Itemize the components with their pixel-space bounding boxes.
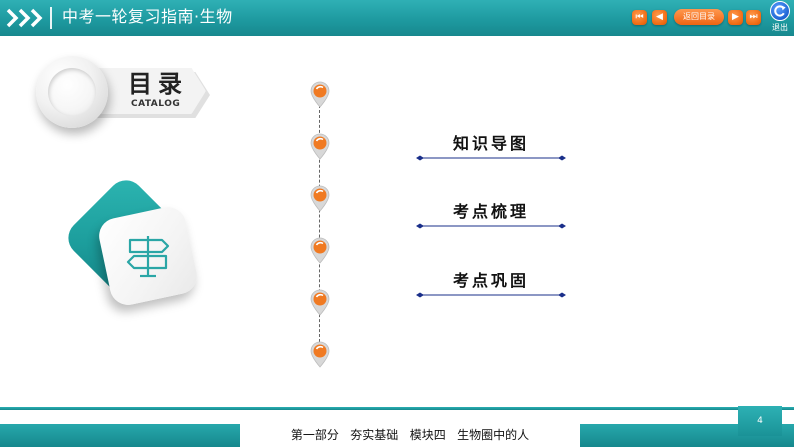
menu-item-label: 考点梳理 <box>452 202 529 221</box>
exit-label: 退出 <box>772 23 788 32</box>
orange-map-pin-icon <box>310 289 330 316</box>
last-page-button[interactable]: ⏭ <box>746 10 761 25</box>
footer-caption-box: 第一部分 夯实基础 模块四 生物圈中的人 <box>240 424 580 447</box>
timeline-line <box>319 100 320 352</box>
previous-page-button[interactable]: ◀ <box>652 10 667 25</box>
skip-back-icon: ⏮ <box>635 12 644 22</box>
menu-item-knowledge-map[interactable]: 知识导图 <box>416 134 566 161</box>
triangle-left-icon: ◀ <box>656 12 663 22</box>
orange-map-pin-icon <box>310 237 330 264</box>
footer-caption: 第一部分 夯实基础 模块四 生物圈中的人 <box>290 428 530 442</box>
menu-item-key-points-review[interactable]: 考点梳理 <box>416 202 566 229</box>
orange-map-pin-icon <box>310 341 330 368</box>
triangle-right-icon: ▶ <box>732 12 739 22</box>
exit-icon <box>770 1 790 21</box>
orange-map-pin-icon <box>310 185 330 212</box>
orange-map-pin-icon <box>310 81 330 108</box>
return-to-catalog-button[interactable]: 返回目录 <box>674 9 724 25</box>
menu-item-label: 知识导图 <box>452 134 529 153</box>
arrow-line-icon <box>416 223 566 229</box>
header-bar: 中考一轮复习指南·生物 ⏮ ◀ 返回目录 ▶ ⏭ 退出 <box>0 0 794 36</box>
arrow-line-icon <box>416 292 566 298</box>
header-title: 中考一轮复习指南·生物 <box>62 7 233 26</box>
first-page-button[interactable]: ⏮ <box>632 10 647 25</box>
catalog-circle-decoration <box>36 56 108 128</box>
triple-chevron-icon <box>6 8 43 28</box>
signpost-decoration <box>60 172 220 315</box>
catalog-subtitle: CATALOG <box>131 99 181 109</box>
next-page-button[interactable]: ▶ <box>728 10 743 25</box>
arrow-line-icon <box>416 155 566 161</box>
menu-item-label: 考点巩固 <box>452 271 529 290</box>
catalog-heading: 目录 CATALOG <box>30 54 230 144</box>
footer-divider <box>0 407 794 410</box>
skip-forward-icon: ⏭ <box>749 12 758 22</box>
page-number: 4 <box>738 406 782 436</box>
menu-item-key-points-consolidation[interactable]: 考点巩固 <box>416 271 566 298</box>
orange-map-pin-icon <box>310 133 330 160</box>
header-divider <box>50 7 52 29</box>
catalog-title: 目录 <box>128 70 188 98</box>
exit-button[interactable]: 退出 <box>768 1 792 35</box>
signpost-icon <box>126 236 170 278</box>
